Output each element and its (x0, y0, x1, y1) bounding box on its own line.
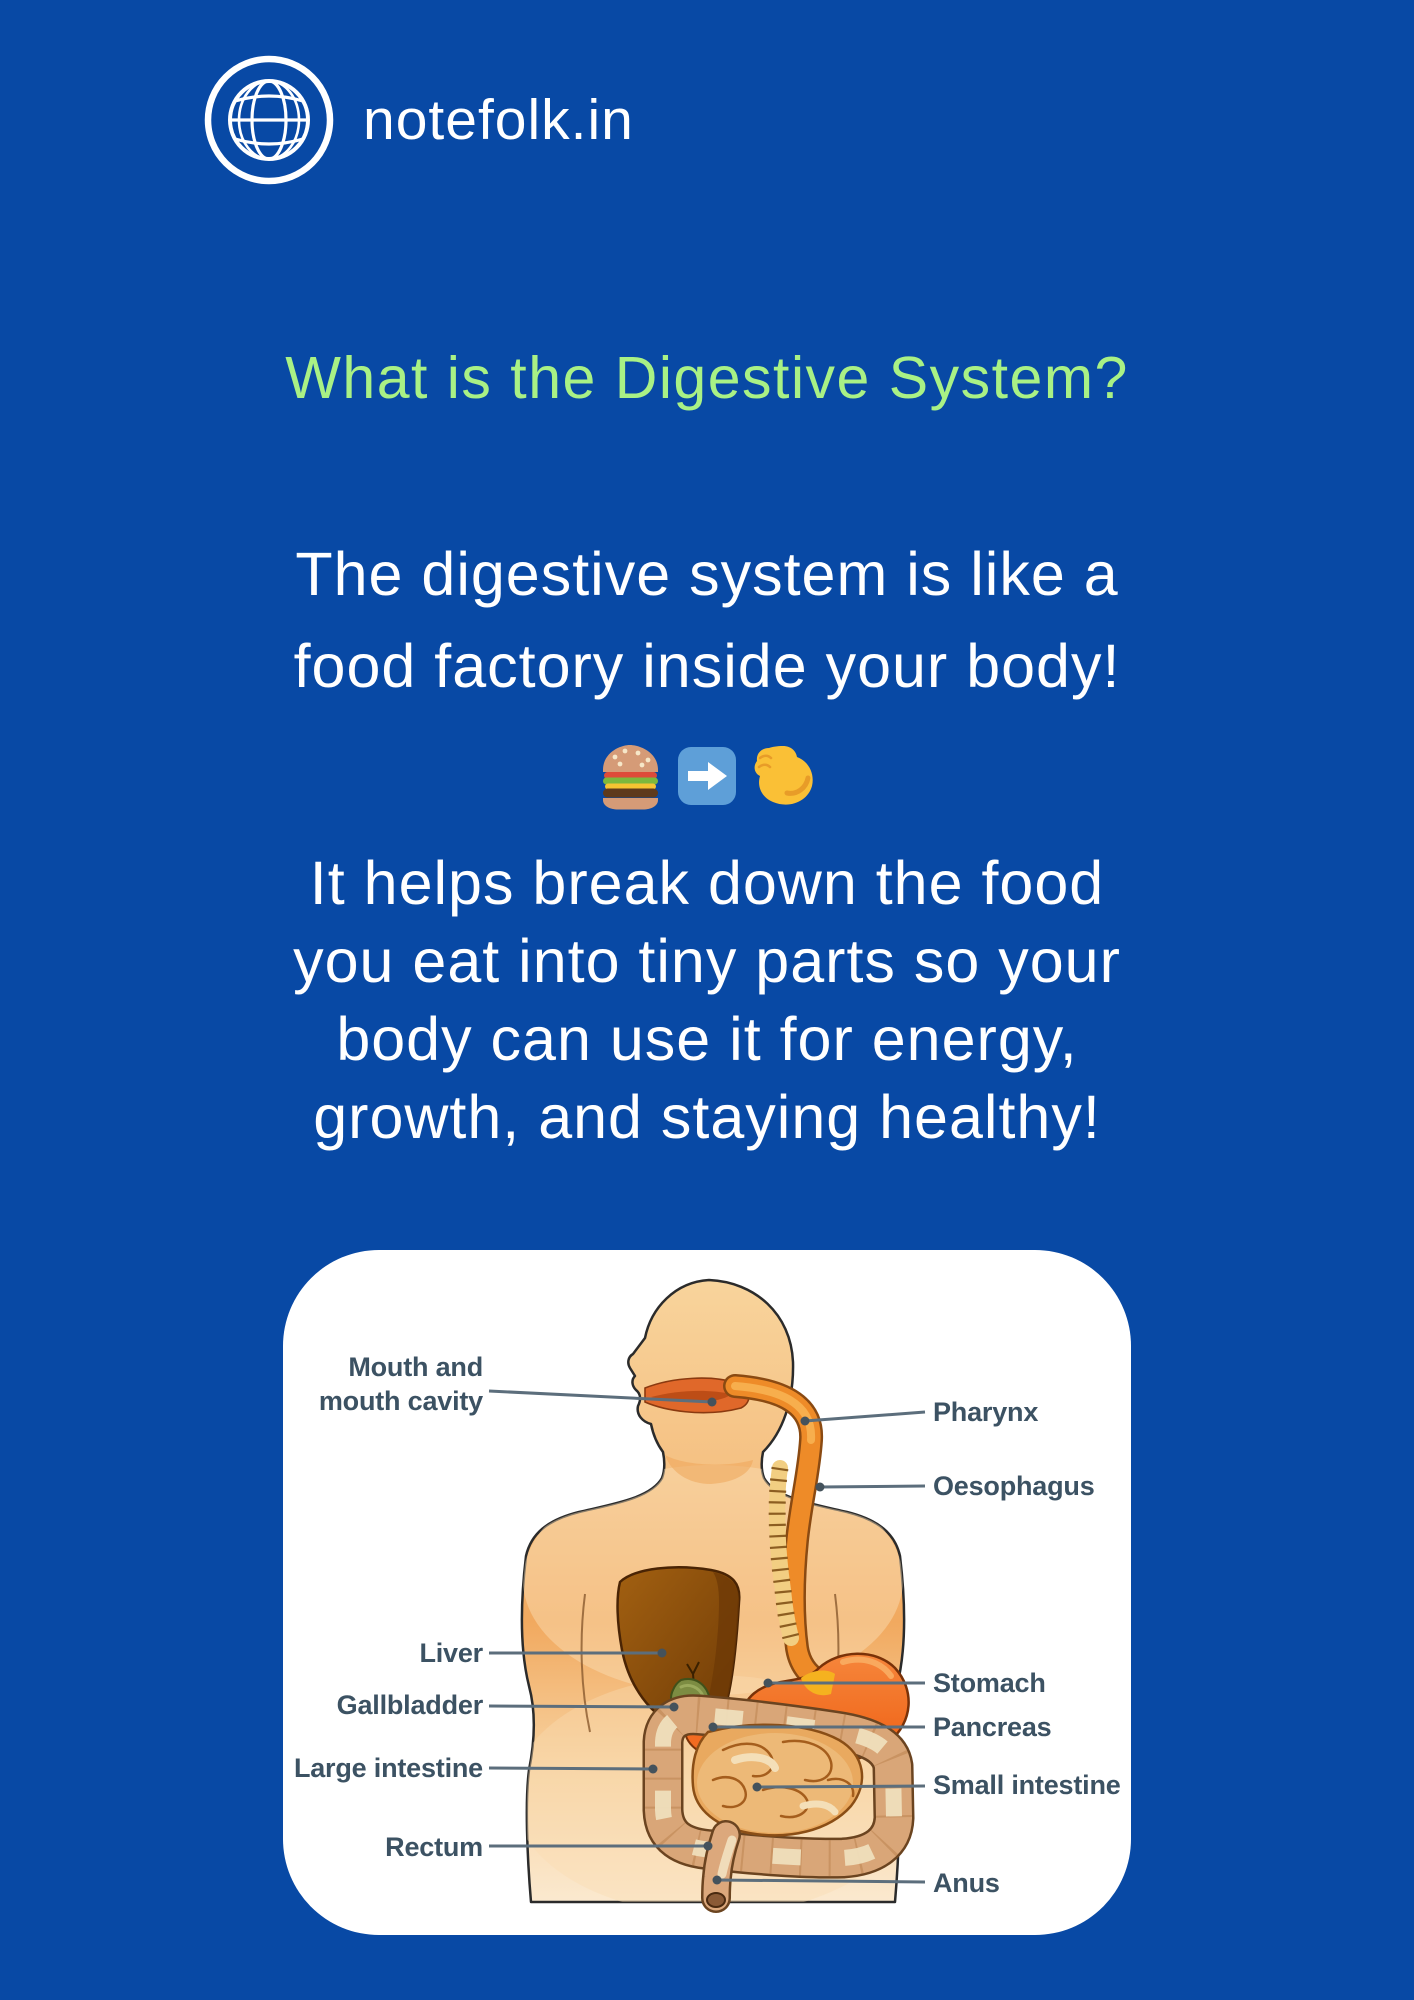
diagram-label-mouth-line1: Mouth and (348, 1352, 483, 1382)
leader-lines (488, 1389, 926, 1884)
diagram-label-stomach: Stomach (933, 1668, 1046, 1698)
anus-shape (706, 1892, 726, 1908)
leader-dots (648, 1397, 825, 1885)
diagram-label-gallbladder: Gallbladder (336, 1690, 484, 1720)
flexed-biceps-emoji (747, 740, 819, 812)
intro-line-2: food factory inside your body! (293, 632, 1121, 700)
diagram-label-rectum: Rectum (385, 1832, 483, 1862)
site-header: notefolk.in (203, 54, 634, 186)
diagram-card: Mouth and mouth cavity Liver Gallbladder… (283, 1250, 1131, 1935)
diagram-label-anus: Anus (933, 1868, 1000, 1898)
digestive-system-diagram (488, 1278, 926, 1913)
right-arrow-emoji (672, 741, 742, 811)
diagram-label-mouth: Mouth and mouth cavity (319, 1350, 483, 1418)
globe-icon (203, 54, 335, 186)
diagram-label-oesophagus: Oesophagus (933, 1471, 1095, 1501)
diagram-label-large-intestine: Large intestine (293, 1753, 483, 1783)
diagram-label-mouth-line2: mouth cavity (318, 1386, 483, 1416)
intro-paragraph: The digestive system is like a food fact… (0, 528, 1414, 712)
rectum-shape (701, 1820, 741, 1913)
small-intestine-shape (691, 1723, 864, 1837)
site-name: notefolk.in (363, 88, 634, 152)
description-paragraph: It helps break down the food you eat int… (0, 844, 1414, 1156)
description-line-2: you eat into tiny parts so your (293, 927, 1121, 995)
description-line-4: growth, and staying healthy! (313, 1083, 1101, 1151)
diagram-label-pancreas: Pancreas (933, 1712, 1052, 1742)
page-title: What is the Digestive System? (285, 345, 1129, 411)
description-line-3: body can use it for energy, (336, 1005, 1078, 1073)
oesophagus-tube (723, 1374, 839, 1698)
diagram-label-small-intestine: Small intestine (933, 1770, 1121, 1800)
diagram-label-liver: Liver (419, 1638, 483, 1668)
intro-line-1: The digestive system is like a (295, 540, 1119, 608)
emoji-row (0, 738, 1414, 814)
liver-shape (616, 1566, 741, 1730)
description-line-1: It helps break down the food (309, 849, 1105, 917)
trachea-rings (768, 1460, 800, 1646)
hamburger-emoji (595, 740, 667, 812)
large-intestine-shape (642, 1694, 915, 1879)
diagram-label-pharynx: Pharynx (933, 1397, 1039, 1427)
